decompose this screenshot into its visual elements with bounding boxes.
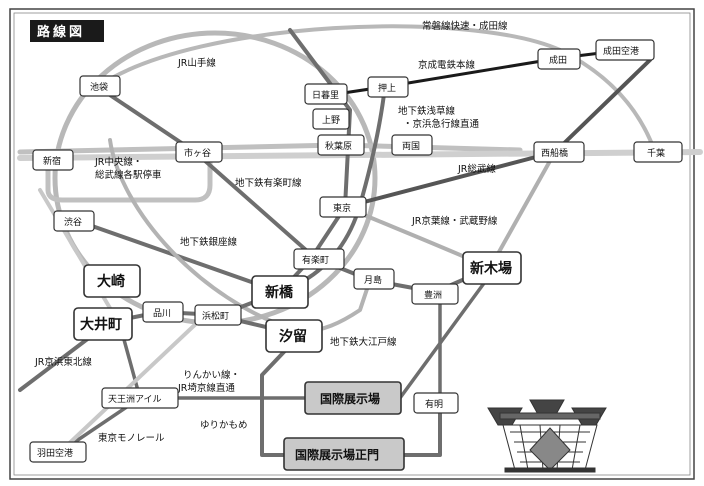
keisei-line (328, 48, 627, 97)
station-nishifunabashi-label: 西船橋 (541, 147, 568, 159)
station-shiodome[interactable]: 汐留 (265, 319, 323, 353)
label-monorail: 東京モノレール (98, 432, 165, 444)
station-oshiage[interactable]: 押上 (367, 76, 409, 98)
station-ariake-label: 有明 (425, 398, 443, 410)
station-yurakucho-label: 有楽町 (302, 254, 329, 266)
station-tsukishima-label: 月島 (364, 274, 382, 286)
stations: 池袋 日暮里 押上 成田 成田空港 上野 新宿 市ヶ谷 秋葉原 両国 西船橋 千… (29, 39, 683, 471)
station-hamamatsucho[interactable]: 浜松町 (194, 304, 242, 326)
label-keisei: 京成電鉄本線 (418, 59, 476, 71)
station-shinbashi[interactable]: 新橋 (251, 275, 309, 309)
station-kokusai-tenjijo-seimon-label: 国際展示場正門 (295, 447, 379, 462)
station-kokusai-tenjijo-seimon[interactable]: 国際展示場正門 (283, 437, 405, 471)
label-keihin-tohoku: JR京浜東北線 (34, 356, 92, 368)
line-labels: 常磐線快速・成田線 京成電鉄本線 JR山手線 地下鉄浅草線 ・京浜急行線直通 J… (34, 20, 508, 444)
station-haneda-airport[interactable]: 羽田空港 (29, 441, 87, 463)
label-rinkai-2: JR埼京線直通 (177, 382, 235, 394)
label-rinkai-1: りんかい線・ (183, 369, 240, 381)
station-ichigaya[interactable]: 市ヶ谷 (175, 141, 223, 163)
map-title: 路線図 (37, 24, 85, 40)
station-shinjuku-label: 新宿 (43, 155, 61, 167)
station-tennozu-isle-label: 天王洲アイル (108, 394, 162, 405)
station-toyosu-label: 豊洲 (424, 289, 442, 301)
label-asakusa-1: 地下鉄浅草線 (398, 105, 456, 117)
station-ryogoku-label: 両国 (402, 141, 420, 152)
map-inner-frame (13, 12, 691, 476)
station-kokusai-tenjijo-label: 国際展示場 (320, 391, 380, 406)
station-oimachi[interactable]: 大井町 (73, 307, 133, 341)
west-light-line (38, 188, 122, 327)
station-chiba[interactable]: 千葉 (633, 141, 683, 163)
station-ueno-label: 上野 (322, 115, 340, 126)
station-shibuya-label: 渋谷 (64, 216, 82, 228)
label-yurikamome: ゆりかもめ (200, 420, 248, 431)
station-ichigaya-label: 市ヶ谷 (184, 147, 211, 159)
station-akihabara[interactable]: 秋葉原 (317, 134, 365, 156)
station-narita[interactable]: 成田 (537, 48, 581, 70)
label-chuo-sobu-2: 総武線各駅停車 (95, 169, 162, 181)
station-shinjuku[interactable]: 新宿 (32, 149, 74, 171)
station-shinagawa[interactable]: 品川 (142, 301, 184, 323)
station-shinbashi-label: 新橋 (265, 284, 294, 301)
label-oedo: 地下鉄大江戸線 (330, 336, 397, 348)
oedo-line (108, 138, 372, 333)
station-nippori-label: 日暮里 (312, 89, 339, 101)
station-tennozu-isle[interactable]: 天王洲アイル (101, 387, 179, 409)
station-toyosu[interactable]: 豊洲 (411, 283, 459, 305)
station-shinkiba[interactable]: 新木場 (462, 251, 522, 285)
station-nishifunabashi[interactable]: 西船橋 (533, 141, 585, 163)
station-oshiage-label: 押上 (378, 82, 396, 94)
station-narita-label: 成田 (549, 54, 567, 66)
title-block (30, 20, 104, 42)
label-yurakucho: 地下鉄有楽町線 (235, 177, 302, 189)
station-ariake[interactable]: 有明 (413, 392, 459, 414)
station-shiodome-label: 汐留 (279, 328, 307, 345)
station-narita-airport[interactable]: 成田空港 (595, 39, 655, 61)
station-yurakucho[interactable]: 有楽町 (293, 248, 345, 270)
shinkiba-kokusai-line (398, 273, 492, 400)
label-keiyo-musashino: JR京葉線・武蔵野線 (411, 215, 498, 227)
station-osaki-label: 大崎 (97, 273, 125, 290)
station-shinkiba-label: 新木場 (470, 260, 512, 277)
label-sobu: JR総武線 (457, 163, 496, 175)
station-hamamatsucho-label: 浜松町 (202, 310, 229, 322)
station-oimachi-label: 大井町 (80, 316, 122, 333)
big-sight-illustration (487, 399, 607, 473)
label-ginza: 地下鉄銀座線 (180, 236, 238, 248)
station-shibuya[interactable]: 渋谷 (53, 210, 95, 232)
station-haneda-airport-label: 羽田空港 (37, 447, 73, 459)
station-tokyo[interactable]: 東京 (319, 196, 367, 218)
station-tokyo-label: 東京 (333, 202, 351, 214)
station-nippori[interactable]: 日暮里 (304, 83, 348, 105)
label-joban-narita: 常磐線快速・成田線 (422, 20, 508, 32)
station-tsukishima[interactable]: 月島 (353, 268, 395, 290)
label-asakusa-2: ・京浜急行線直通 (403, 118, 480, 130)
station-ikebukuro[interactable]: 池袋 (79, 75, 121, 97)
station-chiba-label: 千葉 (647, 147, 665, 159)
station-ryogoku[interactable]: 両国 (391, 134, 433, 156)
label-chuo-sobu-1: JR中央線・ (94, 156, 142, 168)
joban-narita-line (98, 24, 657, 154)
station-ueno[interactable]: 上野 (312, 108, 350, 130)
label-yamanote: JR山手線 (177, 57, 216, 69)
station-kokusai-tenjijo[interactable]: 国際展示場 (304, 381, 402, 415)
station-akihabara-label: 秋葉原 (325, 140, 352, 152)
station-shinagawa-label: 品川 (153, 308, 171, 319)
station-narita-airport-label: 成田空港 (603, 45, 639, 57)
station-ikebukuro-label: 池袋 (90, 81, 108, 93)
station-osaki[interactable]: 大崎 (83, 264, 141, 298)
